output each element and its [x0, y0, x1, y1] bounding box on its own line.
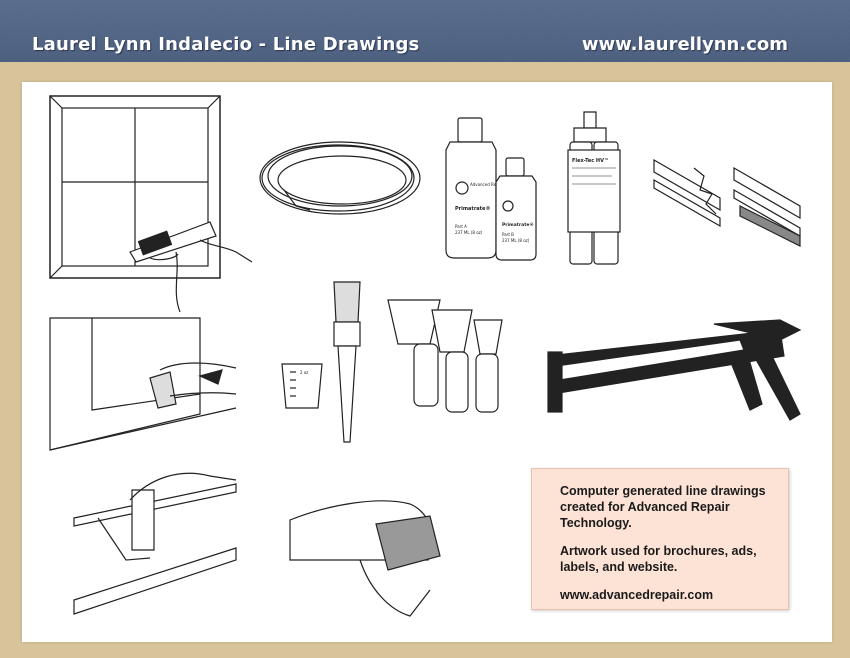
bottle-a-volume: 237 ML (8 oz)	[455, 230, 483, 235]
scraping-glass-drawing	[49, 317, 237, 451]
bottle-b-volume: 237 ML (8 oz)	[502, 238, 530, 243]
bottle-a-product: Primatrate®	[455, 206, 490, 212]
applying-strip-drawing	[73, 472, 237, 615]
info-usage: Artwork used for brochures, ads, labels,…	[560, 544, 757, 574]
cleaning-hands-drawing	[289, 500, 441, 617]
cup-top-mark: 2 oz	[300, 370, 308, 375]
paint-brush-drawing	[333, 281, 361, 443]
putty-knives-drawing	[387, 299, 503, 413]
info-box: Computer generated line drawings created…	[531, 468, 789, 610]
info-website-link[interactable]: www.advancedrepair.com	[560, 588, 714, 602]
bottle-b-part: Part B	[502, 232, 514, 237]
bottle-a-part: Part A	[455, 224, 467, 229]
info-description: Computer generated line drawings created…	[560, 484, 766, 530]
page-title: Laurel Lynn Indalecio - Line Drawings	[32, 34, 420, 55]
primer-bottles-drawing: Advanced Repair Technology Primatrate® P…	[445, 117, 537, 261]
bottle-b-product: Primatrate®	[502, 222, 534, 228]
cartridge-label: Flex-Tec HV™	[572, 158, 609, 164]
header-bar	[0, 0, 850, 62]
site-url[interactable]: www.laurellynn.com	[581, 34, 788, 55]
seal-profiles-drawing	[653, 158, 801, 247]
dispense-gun-drawing	[547, 319, 802, 421]
window-caulk-drawing	[49, 95, 253, 313]
dual-cartridge-drawing: Flex-Tec HV™	[567, 111, 621, 265]
measuring-cup-drawing: 2 oz	[281, 363, 323, 409]
gasket-coil-drawing	[259, 141, 421, 215]
